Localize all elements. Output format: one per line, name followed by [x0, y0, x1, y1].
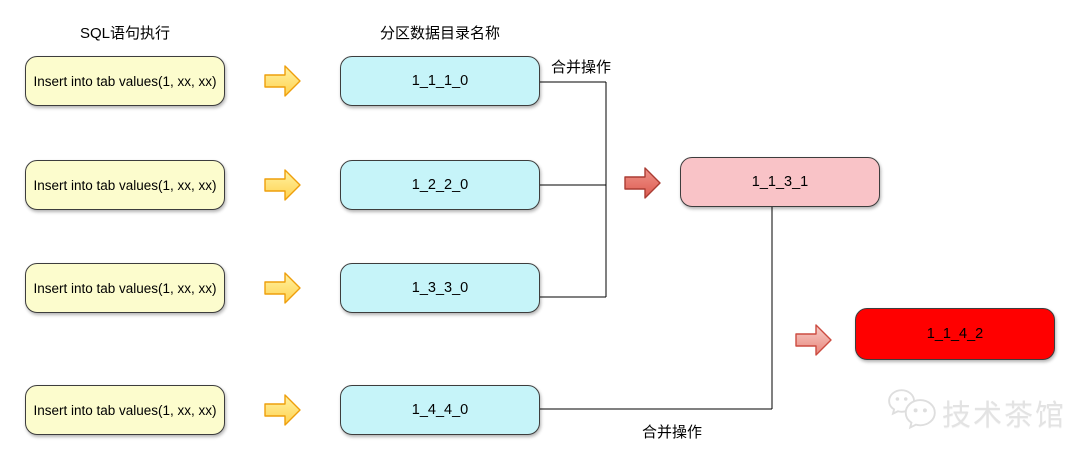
partition-box: 1_4_4_0	[340, 385, 540, 435]
yellow-arrow-right-icon	[264, 272, 301, 304]
sql-box: Insert into tab values(1, xx, xx)	[25, 263, 225, 313]
partition-box: 1_1_1_0	[340, 56, 540, 106]
sql-box: Insert into tab values(1, xx, xx)	[25, 56, 225, 106]
partition-box: 1_2_2_0	[340, 160, 540, 210]
yellow-arrow-right-icon	[264, 169, 301, 201]
sql-box: Insert into tab values(1, xx, xx)	[25, 385, 225, 435]
sql-box: Insert into tab values(1, xx, xx)	[25, 160, 225, 210]
merge-result-level1-box: 1_1_3_1	[680, 157, 880, 207]
yellow-arrow-right-icon	[264, 394, 301, 426]
watermark: 技术茶馆	[886, 386, 1066, 440]
merge-result-level2-box: 1_1_4_2	[855, 308, 1055, 360]
column-header-sql: SQL语句执行	[79, 25, 170, 42]
merge-operation-label-bottom: 合并操作	[642, 424, 703, 441]
partition-box: 1_3_3_0	[340, 263, 540, 313]
column-header-partition: 分区数据目录名称	[379, 25, 500, 42]
merge-operation-label-top: 合并操作	[551, 59, 612, 76]
red-merge-arrow-icon	[795, 324, 832, 356]
watermark-text: 技术茶馆	[942, 400, 1067, 432]
yellow-arrow-right-icon	[264, 65, 301, 97]
wechat-chat-bubbles-icon	[888, 389, 936, 430]
red-merge-arrow-icon	[624, 167, 661, 199]
